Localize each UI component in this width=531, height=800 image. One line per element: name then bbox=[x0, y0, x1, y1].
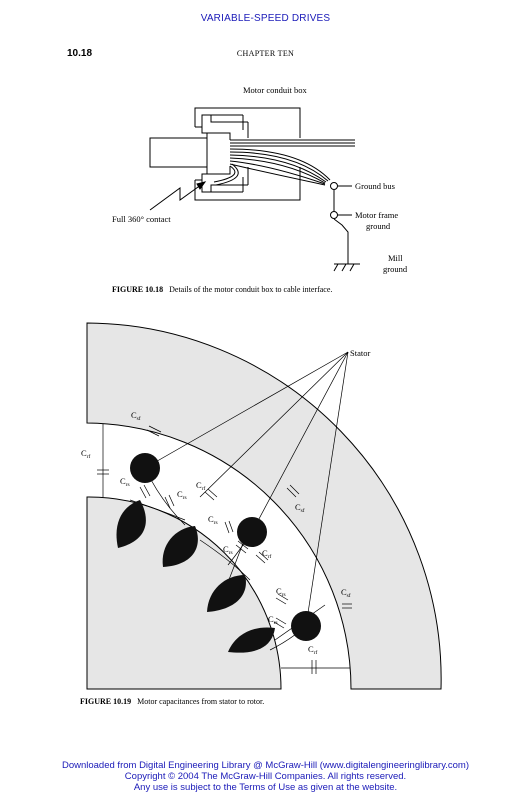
label-ground-bus: Ground bus bbox=[355, 181, 395, 191]
chapter-heading: CHAPTER TEN bbox=[236, 49, 295, 58]
footer-line-1[interactable]: Downloaded from Digital Engineering Libr… bbox=[61, 760, 470, 771]
frame-ground-terminal bbox=[330, 211, 338, 219]
footer-line-2: Copyright © 2004 The McGraw-Hill Compani… bbox=[124, 771, 407, 782]
conduit-pipe bbox=[149, 137, 208, 168]
label-crf-2: Crf bbox=[196, 480, 206, 492]
figure-motor-capacitance: Stator Csf Crf Crs Crs Crf Csf Crs Crs C… bbox=[81, 322, 442, 690]
label-csf-3: Csf bbox=[341, 587, 351, 599]
label-frame-ground: ground bbox=[366, 221, 391, 231]
label-full-contact: Full 360° contact bbox=[112, 214, 171, 224]
label-crf-3: Crf bbox=[262, 548, 272, 560]
rotor-bar-2 bbox=[162, 526, 198, 567]
label-crs-1: Crs bbox=[120, 476, 130, 488]
stator-winding-2 bbox=[237, 517, 267, 547]
stator-winding-3 bbox=[291, 611, 321, 641]
label-crs-6: Crs bbox=[268, 614, 278, 626]
label-stator: Stator bbox=[350, 348, 370, 358]
label-csf-2: Csf bbox=[295, 502, 305, 514]
page-number: 10.18 bbox=[67, 48, 93, 59]
capacitor-symbols bbox=[97, 425, 352, 674]
footer-line-3[interactable]: Any use is subject to the Terms of Use a… bbox=[133, 782, 398, 793]
rotor-bar-4 bbox=[228, 627, 275, 653]
running-title: VARIABLE-SPEED DRIVES bbox=[200, 13, 331, 24]
stator-winding-1 bbox=[130, 453, 160, 483]
box-top bbox=[194, 107, 301, 138]
contact-leader bbox=[149, 181, 206, 211]
label-crs-4: Crs bbox=[223, 544, 233, 556]
label-crf-1: Crf bbox=[81, 448, 91, 460]
label-crs-2: Crs bbox=[177, 489, 187, 501]
footer: Downloaded from Digital Engineering Libr… bbox=[0, 760, 531, 793]
label-mill: Mill bbox=[388, 253, 403, 263]
capacitance-labels: Csf Crf Crs Crs Crf Csf Crs Crs Crf Crs … bbox=[81, 410, 351, 656]
figure-conduit-box: Motor conduit box Ground bus Motor frame… bbox=[112, 85, 408, 274]
label-csf-1: Csf bbox=[131, 410, 141, 422]
ground-bus-terminal bbox=[330, 182, 338, 190]
box-bottom bbox=[194, 167, 301, 201]
label-mill-ground: ground bbox=[383, 264, 408, 274]
label-motor-frame: Motor frame bbox=[355, 210, 398, 220]
rotor-bar-3 bbox=[207, 575, 246, 612]
label-crs-5: Crs bbox=[276, 586, 286, 598]
rotor-bar-1 bbox=[116, 500, 146, 548]
label-crs-3: Crs bbox=[208, 514, 218, 526]
label-crf-4: Crf bbox=[308, 644, 318, 656]
label-conduit-box: Motor conduit box bbox=[243, 85, 307, 95]
stator bbox=[86, 322, 442, 690]
